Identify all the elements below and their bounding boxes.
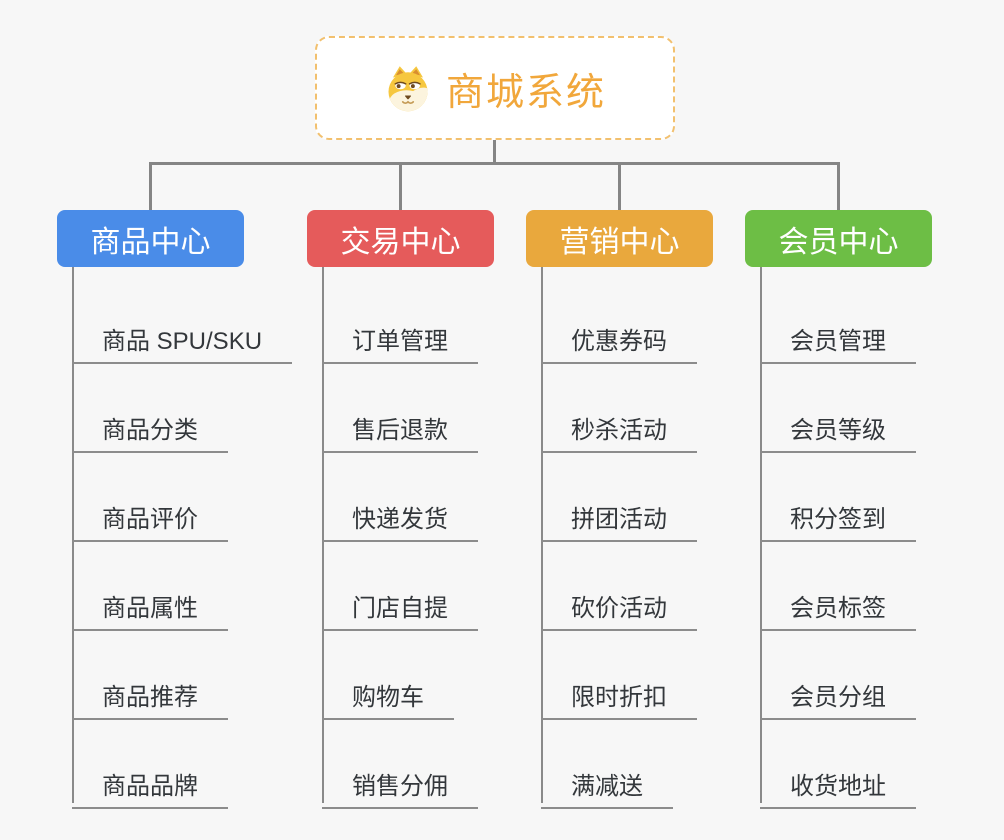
branch-vertical-line <box>72 267 74 803</box>
branch-vertical-line <box>541 267 543 803</box>
leaf-item[interactable]: 商品评价 <box>72 494 228 542</box>
leaf-item[interactable]: 秒杀活动 <box>541 405 697 453</box>
leaf-item[interactable]: 拼团活动 <box>541 494 697 542</box>
branch-vertical-line <box>322 267 324 803</box>
leaf-item[interactable]: 满减送 <box>541 761 673 809</box>
doge-icon <box>388 66 428 112</box>
leaf-item[interactable]: 会员分组 <box>760 672 916 720</box>
leaf-item[interactable]: 会员管理 <box>760 316 916 364</box>
branch-drop-line-2 <box>399 162 402 210</box>
leaf-item[interactable]: 售后退款 <box>322 405 478 453</box>
branch-vertical-line <box>760 267 762 803</box>
leaf-item[interactable]: 销售分佣 <box>322 761 478 809</box>
leaf-item[interactable]: 砍价活动 <box>541 583 697 631</box>
leaf-item[interactable]: 收货地址 <box>760 761 916 809</box>
branch-header-trade-center[interactable]: 交易中心 <box>307 210 494 267</box>
leaf-item[interactable]: 订单管理 <box>322 316 478 364</box>
branch-header-marketing-center[interactable]: 营销中心 <box>526 210 713 267</box>
branch-drop-line-4 <box>837 162 840 210</box>
leaf-item[interactable]: 购物车 <box>322 672 454 720</box>
leaf-item[interactable]: 积分签到 <box>760 494 916 542</box>
leaf-item[interactable]: 快递发货 <box>322 494 478 542</box>
leaf-item[interactable]: 会员等级 <box>760 405 916 453</box>
root-title: 商城系统 <box>445 71 606 114</box>
leaf-item[interactable]: 商品品牌 <box>72 761 228 809</box>
branch-connector-horizontal <box>149 162 840 165</box>
leaf-item[interactable]: 商品分类 <box>72 405 228 453</box>
branch-drop-line-3 <box>618 162 621 210</box>
branch-drop-line-1 <box>149 162 152 210</box>
leaf-item[interactable]: 商品推荐 <box>72 672 228 720</box>
branch-header-product-center[interactable]: 商品中心 <box>57 210 244 267</box>
root-connector-stub <box>493 140 496 164</box>
leaf-item[interactable]: 商品 SPU/SKU <box>72 316 293 364</box>
leaf-item[interactable]: 门店自提 <box>322 583 478 631</box>
leaf-item[interactable]: 商品属性 <box>72 583 228 631</box>
leaf-item[interactable]: 限时折扣 <box>541 672 697 720</box>
branch-header-member-center[interactable]: 会员中心 <box>745 210 932 267</box>
leaf-item[interactable]: 会员标签 <box>760 583 916 631</box>
leaf-item[interactable]: 优惠券码 <box>541 316 697 364</box>
root-node[interactable]: 商城系统 <box>315 36 675 140</box>
